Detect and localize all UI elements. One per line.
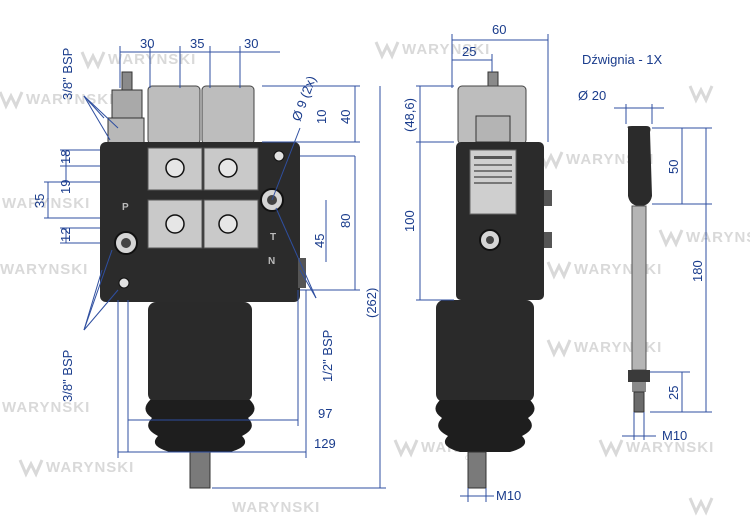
side-view-dimensions: 60 25 (48,6) 100 M10	[402, 22, 549, 503]
watermark-text: WARYNSKI	[0, 261, 88, 278]
spool-cap-1	[147, 85, 201, 145]
lever-knob	[627, 126, 652, 206]
dim-right-40: 40	[338, 110, 353, 124]
lever-rod	[631, 205, 647, 371]
side-fitting	[475, 115, 511, 143]
side-dim-25: 25	[462, 44, 476, 59]
watermark-text: WARYNSKI	[402, 41, 490, 58]
watermark-text: WARYNSKI	[46, 459, 134, 476]
side-joystick-housing	[436, 300, 534, 402]
dim-right-10: 10	[314, 110, 329, 124]
port-hole	[165, 158, 185, 178]
dim-left-18: 18	[58, 150, 73, 164]
watermark-text: WARYNSKI	[574, 339, 662, 356]
dim-left-19: 19	[58, 180, 73, 194]
lever-dimensions: 50 180 25 M10	[622, 127, 712, 443]
port-hole	[218, 214, 238, 234]
lever-washer	[632, 382, 646, 392]
front-view-dimensions: 30 35 30 Ø 9 (2x) 40 10 80 45 (262) 18	[32, 36, 386, 489]
dim-right-80: 80	[338, 214, 353, 228]
dim-left-12: 12	[58, 228, 73, 242]
lever-diameter: Ø 20	[578, 88, 606, 103]
lever-view: Dźwignia - 1X Ø 20	[578, 52, 664, 413]
watermark-text: WARYNSKI	[574, 261, 662, 278]
watermark-text: WARYNSKI	[232, 499, 320, 516]
watermark-text: WARYNSKI	[108, 51, 196, 68]
top-nut	[111, 89, 143, 121]
side-joystick-shaft	[467, 451, 487, 489]
mount-hole	[273, 150, 285, 162]
dim-right-45: 45	[312, 234, 327, 248]
port-hole	[218, 158, 238, 178]
lever-dim-25: 25	[666, 386, 681, 400]
watermark-text: WARYNSKI	[686, 229, 750, 246]
side-dim-48-6: (48,6)	[402, 98, 417, 132]
dim-bottom-129: 129	[314, 436, 336, 451]
watermark-text: WARYNSKI	[2, 195, 90, 212]
side-knob	[544, 232, 552, 248]
side-view	[435, 71, 552, 489]
joystick-bellows	[145, 400, 255, 452]
side-joystick-bellows	[435, 400, 535, 452]
lever-thread	[633, 391, 645, 413]
lever-dim-180: 180	[690, 260, 705, 282]
top-fitting	[107, 117, 145, 145]
side-dim-60: 60	[492, 22, 506, 37]
inlet-port-center	[121, 238, 131, 248]
port-letter-n: N	[268, 256, 275, 267]
dim-top-2: 35	[190, 36, 204, 51]
port-letter-t: T	[270, 232, 276, 243]
watermark-text: WARYNSKI	[626, 439, 714, 456]
port-label-bottom-left: 3/8" BSP	[60, 350, 75, 402]
dim-top-3: 30	[244, 36, 258, 51]
lever-thread-label: M10	[662, 428, 687, 443]
top-thread	[121, 71, 133, 93]
port-hole	[165, 214, 185, 234]
dim-right-total: (262)	[364, 288, 379, 318]
watermark-text: WARYNSKI	[2, 399, 90, 416]
side-knob	[544, 190, 552, 206]
port-letter-p: P	[122, 202, 129, 213]
side-thread-label: M10	[496, 488, 521, 503]
front-view: P T N	[100, 71, 306, 489]
port-label-right: 1/2" BSP	[320, 330, 335, 382]
dim-bottom-97: 97	[318, 406, 332, 421]
joystick-housing	[148, 302, 252, 402]
dim-top-1: 30	[140, 36, 154, 51]
port-label-top-left: 3/8" BSP	[60, 48, 75, 100]
side-dim-100: 100	[402, 210, 417, 232]
joystick-shaft	[189, 451, 211, 489]
mount-hole	[118, 277, 130, 289]
lever-title: Dźwignia - 1X	[582, 52, 663, 67]
spool-cap-2	[201, 85, 255, 145]
dim-left-35: 35	[32, 194, 47, 208]
lever-nut	[628, 370, 650, 382]
lever-dim-50: 50	[666, 160, 681, 174]
